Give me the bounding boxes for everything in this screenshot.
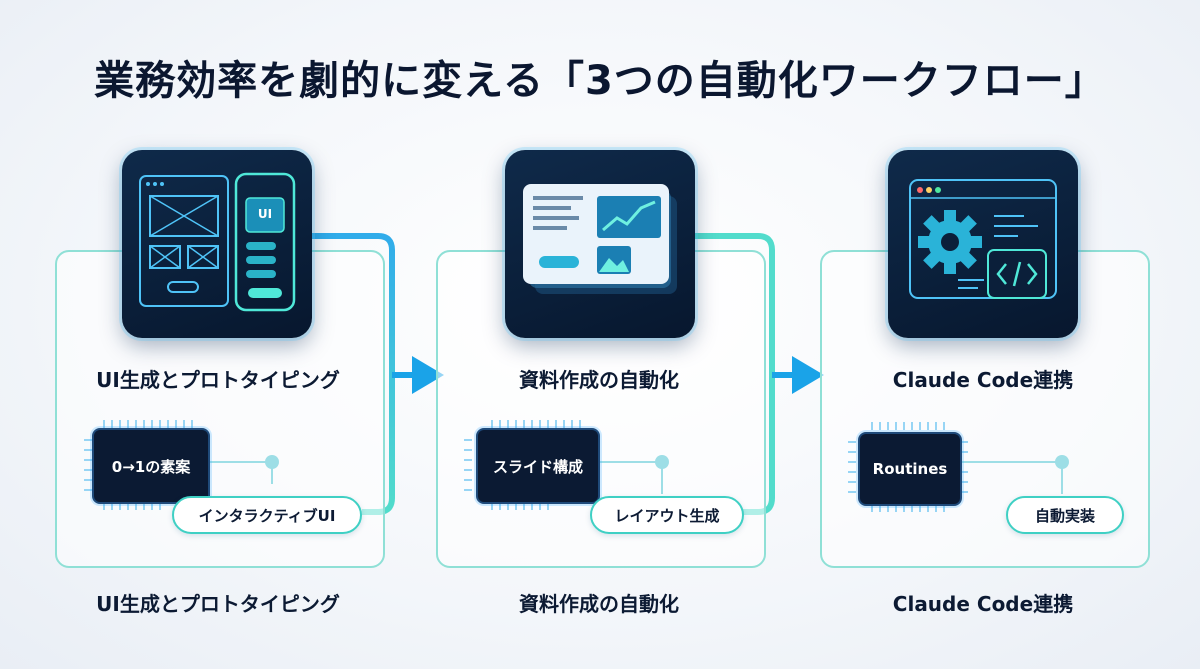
workflow-heading-1: UI生成とプロトタイピング [96, 368, 340, 392]
arrow-right-icon-2 [792, 356, 824, 394]
gear-icon [918, 210, 982, 274]
workflow-heading-3: Claude Code連携 [892, 368, 1074, 392]
workflow-heading-2: 資料作成の自動化 [519, 368, 679, 392]
gear-code-window-icon [888, 150, 1078, 338]
page-title: 業務効率を劇的に変える「3つの自動化ワークフロー」 [94, 58, 1106, 104]
ui-icon-text: UI [257, 207, 273, 221]
slides-chart-icon [505, 150, 695, 338]
pill-2: レイアウト生成 [590, 496, 744, 534]
pill-3: 自動実装 [1006, 496, 1124, 534]
pill-1: インタラクティブUI [172, 496, 362, 534]
chip-2: スライド構成 [476, 428, 600, 504]
arrow-right-icon-1 [412, 356, 444, 394]
chip-1: 0→1の素案 [92, 428, 210, 504]
ui-wireframe-phone-icon: UI [122, 150, 312, 338]
chip-3: Routines [858, 432, 962, 506]
workflow-footer-1: UI生成とプロトタイピング [96, 592, 340, 616]
workflow-footer-2: 資料作成の自動化 [519, 592, 679, 616]
workflow-footer-3: Claude Code連携 [892, 592, 1074, 616]
